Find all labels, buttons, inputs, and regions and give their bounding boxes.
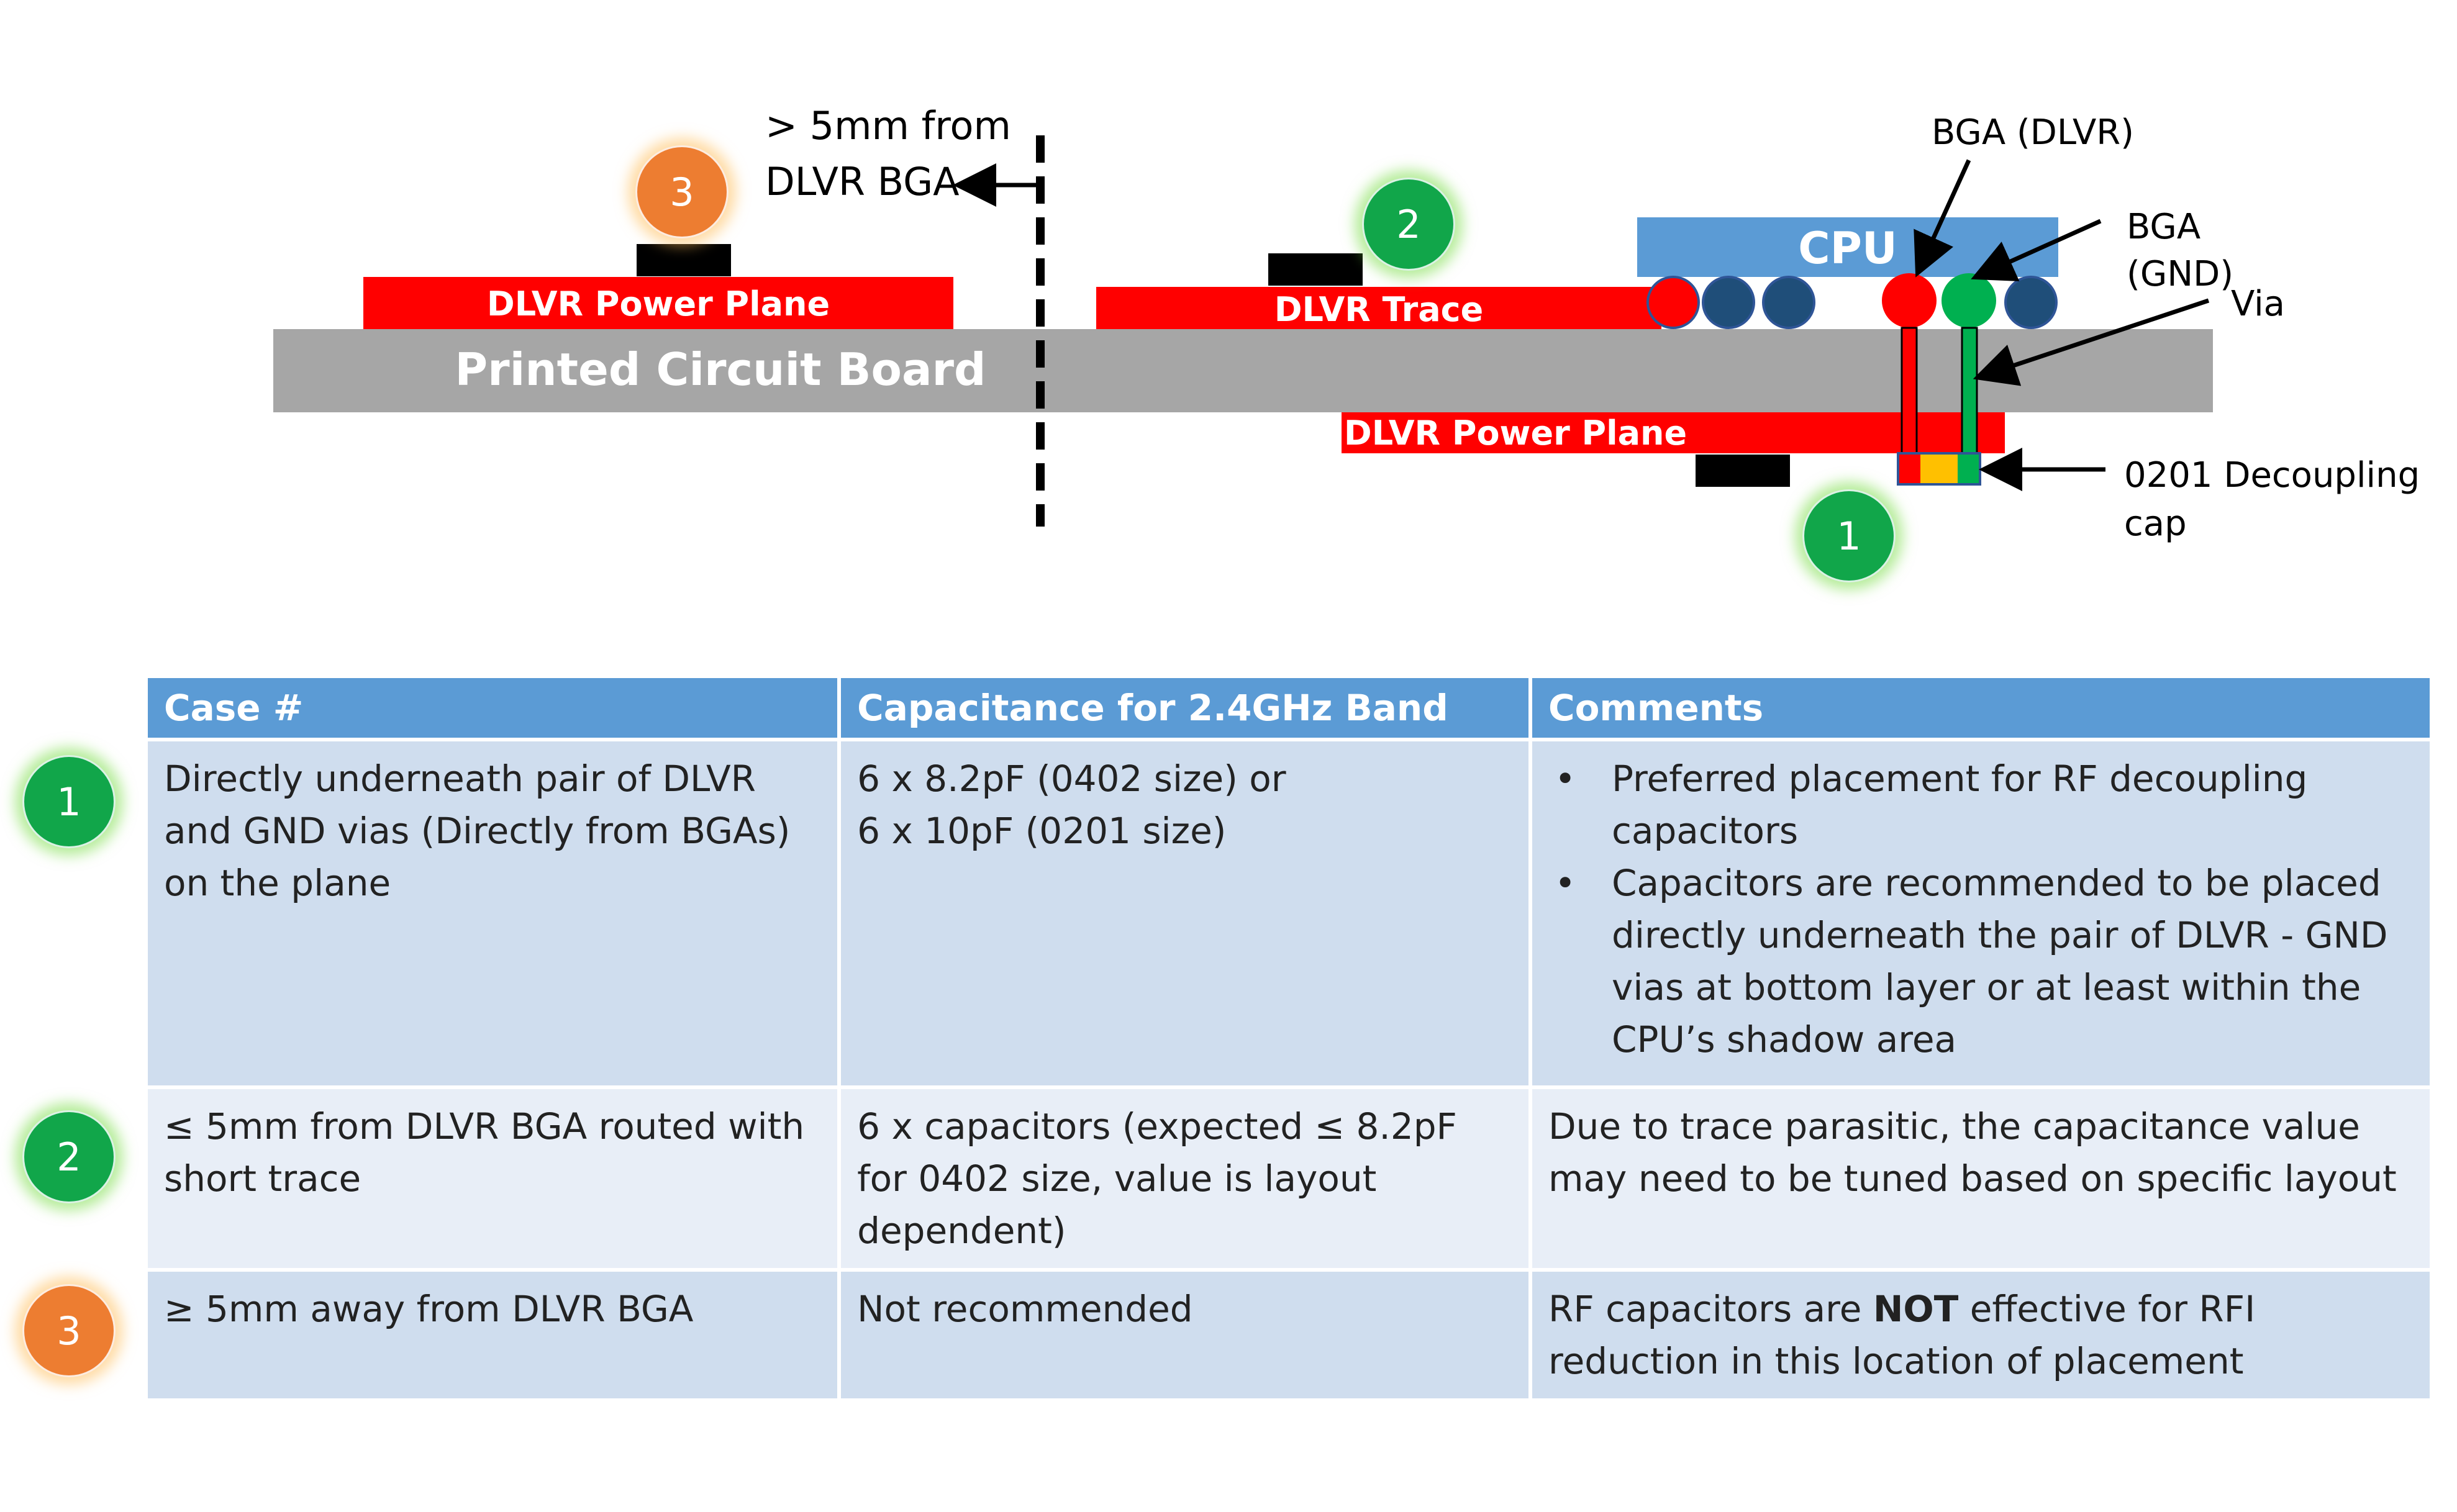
- table-row: Directly underneath pair of DLVR and GND…: [148, 741, 2430, 1085]
- case-cell: ≤ 5mm from DLVR BGA routed with short tr…: [148, 1089, 838, 1268]
- capacitance-cell: 6 x 8.2pF (0402 size) or 6 x 10pF (0201 …: [841, 741, 1529, 1085]
- bga-dlvr-ball: [1882, 273, 1937, 328]
- comment-bullet: Capacitors are recommended to be placed …: [1548, 857, 2414, 1066]
- left-component-pad: [637, 244, 731, 276]
- diagram-badge-1: 1: [1802, 489, 1896, 582]
- row-badge-2: 2: [22, 1110, 116, 1203]
- comments-cell: Due to trace parasitic, the capacitance …: [1532, 1089, 2430, 1268]
- header-capacitance: Capacitance for 2.4GHz Band: [841, 678, 1529, 738]
- bga-dlvr-arrow: [1914, 159, 1971, 278]
- capacitance-cell: 6 x capacitors (expected ≤ 8.2pF for 040…: [841, 1089, 1529, 1268]
- case-cell: Directly underneath pair of DLVR and GND…: [148, 741, 838, 1085]
- header-case: Case #: [148, 678, 838, 738]
- row-badge-2-circle: 2: [22, 1110, 116, 1203]
- bga-gnd-arrow: [1971, 219, 2102, 281]
- capacitance-cell: Not recommended: [841, 1272, 1529, 1398]
- gnd-via: [1961, 327, 1978, 462]
- printed-circuit-board: [273, 329, 2213, 412]
- distance-label-line2: DLVR BGA: [765, 159, 960, 204]
- cpu-label: CPU: [1798, 223, 1897, 274]
- capacitance-line: 6 x 8.2pF (0402 size) or: [857, 758, 1286, 800]
- trace-component-pad: [1268, 253, 1363, 286]
- via-label: Via: [2231, 284, 2285, 324]
- badge-2-circle: 2: [1362, 178, 1455, 271]
- bga-gnd-ball: [1942, 273, 1996, 328]
- bga-gnd-label-line1: BGA: [2127, 207, 2200, 247]
- placement-cases-table: Case # Capacitance for 2.4GHz Band Comme…: [144, 674, 2433, 1402]
- bga-ball: [1702, 276, 1755, 329]
- row-badge-1: 1: [22, 755, 116, 848]
- comments-list: Preferred placement for RF decoupling ca…: [1548, 753, 2414, 1066]
- comment-emphasis: NOT: [1873, 1288, 1959, 1330]
- table-row: ≤ 5mm from DLVR BGA routed with short tr…: [148, 1089, 2430, 1268]
- row-badge-3: 3: [22, 1284, 116, 1377]
- badge-1-circle: 1: [1802, 489, 1896, 582]
- bottom-dlvr-power-plane: [1342, 412, 2005, 453]
- comments-cell: RF capacitors are NOT effective for RFI …: [1532, 1272, 2430, 1398]
- row-badge-1-circle: 1: [22, 755, 116, 848]
- row-badge-3-circle: 3: [22, 1284, 116, 1377]
- pcb-label: Printed Circuit Board: [455, 343, 986, 396]
- table-header-row: Case # Capacitance for 2.4GHz Band Comme…: [148, 678, 2430, 738]
- distance-label-line1: > 5mm from: [765, 103, 1011, 148]
- pcb-cross-section-diagram: DLVR Power Plane Printed Circuit Board >…: [273, 103, 2420, 544]
- dlvr-trace: [1096, 287, 1661, 329]
- decap-body: [1920, 455, 1958, 483]
- case-cell: ≥ 5mm away from DLVR BGA: [148, 1272, 838, 1398]
- decap-right-terminal: [1958, 455, 1979, 483]
- bottom-component-pad: [1696, 455, 1790, 487]
- dlvr-via: [1901, 327, 1918, 462]
- via-arrow: [1973, 298, 2210, 386]
- trace-label: DLVR Trace: [1274, 290, 1484, 329]
- bga-gnd-label-line2: (GND): [2127, 254, 2233, 294]
- comment-bullet: Preferred placement for RF decoupling ca…: [1548, 753, 2414, 857]
- decap-label-line1: 0201 Decoupling: [2124, 455, 2420, 496]
- diagram-badge-2: 2: [1362, 178, 1455, 271]
- left-dlvr-power-plane: [363, 277, 953, 329]
- badge-3-circle: 3: [635, 145, 729, 238]
- bga-ball: [1762, 276, 1815, 329]
- bga-ball: [2004, 276, 2058, 329]
- decap-left-terminal: [1899, 455, 1920, 483]
- diagram-badge-3: 3: [635, 145, 729, 238]
- header-comments: Comments: [1532, 678, 2430, 738]
- table-row: ≥ 5mm away from DLVR BGA Not recommended…: [148, 1272, 2430, 1398]
- bga-ball: [1646, 276, 1700, 329]
- decap-label-line2: cap: [2124, 504, 2187, 544]
- bottom-power-plane-label: DLVR Power Plane: [1344, 414, 1687, 453]
- comment-prefix: RF capacitors are: [1548, 1288, 1873, 1330]
- capacitance-line: 6 x 10pF (0201 size): [857, 810, 1227, 852]
- bga-dlvr-label: BGA (DLVR): [1932, 112, 2134, 153]
- comments-cell: Preferred placement for RF decoupling ca…: [1532, 741, 2430, 1085]
- left-power-plane-label: DLVR Power Plane: [487, 284, 830, 324]
- comment-suffix: effective for RFI reduction in this loca…: [1548, 1288, 2256, 1382]
